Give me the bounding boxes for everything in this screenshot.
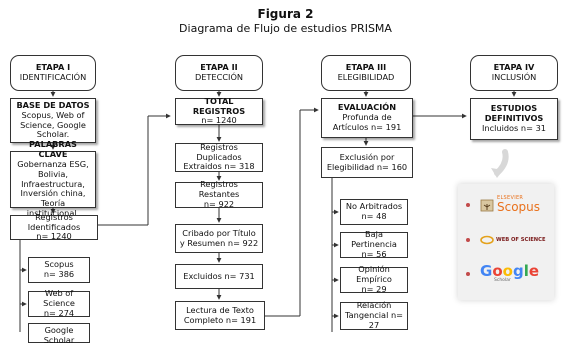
final-title2: DEFINITIVOS <box>484 113 544 124</box>
exclusion-line1: Exclusión por <box>339 151 395 162</box>
duplicates-line1: Registros Duplicados <box>196 141 242 162</box>
reason-n: n= 56 <box>361 248 387 259</box>
bullet-icon <box>466 202 470 207</box>
google-text: Google <box>480 262 540 280</box>
stage-1-box: ETAPA I IDENTIFICACIÓN <box>10 55 96 91</box>
source-scopus-box: Scopus n= 386 <box>28 257 90 283</box>
duplicates-line2: Extraidos n= 318 <box>183 161 255 172</box>
evaluation-title: EVALUACIÓN <box>337 102 397 113</box>
reason-name: Relación <box>356 300 392 311</box>
source-wos-n: n= 274 <box>43 307 75 318</box>
wos-text: WEB OF SCIENCE <box>496 237 546 243</box>
scopus-text: Scopus <box>497 200 541 214</box>
reason-n: Tangencial n= 27 <box>345 310 403 330</box>
duplicates-box: Registros Duplicados Extraidos n= 318 <box>175 141 263 172</box>
elsevier-text: ELSEVIER <box>497 195 524 201</box>
reason-box-baja-pertinencia: Baja Pertinencia n= 56 <box>340 229 408 259</box>
stage-1-sub: IDENTIFICACIÓN <box>19 72 87 82</box>
remaining-line2: n= 922 <box>203 198 235 209</box>
keywords-title: PALABRAS CLAVE <box>29 139 77 159</box>
final-title1: ESTUDIOS <box>490 103 538 114</box>
evaluation-line1: Profunda de <box>342 112 392 123</box>
stage-4-name: ETAPA IV <box>493 62 535 73</box>
screening-box: Cribado por Título y Resumen n= 922 <box>175 224 263 253</box>
bullet-icon <box>466 271 470 276</box>
figure-title: Diagrama de Flujo de estudios PRISMA <box>179 22 392 35</box>
database-logos-panel: ELSEVIER Scopus WEB OF SCIENCE Google Sc… <box>458 184 554 300</box>
source-scholar-box: Google Scholar <box>28 323 90 345</box>
fulltext-line2: Completo n= 191 <box>183 314 257 325</box>
source-scopus-n: n= 386 <box>43 269 75 279</box>
excluded-box: Excluidos n= 731 <box>175 264 263 289</box>
remaining-line1: Registros Restantes <box>198 179 240 200</box>
databases-box: BASE DE DATOS Scopus, Web of Science, Go… <box>10 98 96 143</box>
bullet-icon <box>466 238 470 242</box>
wos-logo: WEB OF SCIENCE <box>466 235 546 245</box>
identified-line1: Registros Identificados <box>27 211 81 232</box>
fulltext-line1: Lectura de Texto <box>186 304 254 315</box>
exclusion-box: Exclusión por Elegibilidad n= 160 <box>321 147 413 178</box>
stage-2-name: ETAPA II <box>200 62 238 73</box>
reason-n: n= 29 <box>361 283 387 294</box>
final-box: ESTUDIOS DEFINITIVOS Incluidos n= 31 <box>470 98 558 140</box>
evaluation-line2: Artículos n= 191 <box>332 121 402 132</box>
google-scholar-logo: Google Scholar <box>466 264 539 284</box>
stage-1-name: ETAPA I <box>35 62 71 73</box>
figure-label: Figura 2 <box>257 7 314 21</box>
stage-3-sub: ELEGIBILIDAD <box>337 72 395 82</box>
source-scopus-name: Scopus <box>44 259 74 270</box>
connector-lines <box>19 91 517 332</box>
source-wos-name: Web of Science <box>43 288 75 309</box>
databases-title: BASE DE DATOS <box>16 99 90 110</box>
keywords-text: Gobernanza ESG, Bolivia, Infraestructura… <box>17 158 89 219</box>
stage-4-sub: INCLUSIÓN <box>491 72 537 82</box>
screening-line1: Cribado por Título <box>182 227 256 238</box>
remaining-box: Registros Restantes n= 922 <box>175 179 263 209</box>
reason-box-no-arbitrados: No Arbitrados n= 48 <box>340 199 408 225</box>
stage-4-box: ETAPA IV INCLUSIÓN <box>470 55 558 91</box>
source-wos-box: Web of Science n= 274 <box>28 288 90 318</box>
final-n: Incluidos n= 31 <box>482 122 546 133</box>
source-scholar-name: Google Scholar <box>43 325 75 345</box>
databases-text: Scopus, Web of Science, Google Scholar. <box>20 109 86 140</box>
stage-3-name: ETAPA III <box>345 62 387 73</box>
stage-2-sub: DETECCIÓN <box>194 72 244 82</box>
wos-swoosh-icon <box>480 235 494 245</box>
reason-name: Opinión Empírico <box>356 264 392 285</box>
reason-name: Baja Pertinencia <box>351 229 397 250</box>
exclusion-line2: Elegibilidad n= 160 <box>326 161 408 172</box>
reason-box-opinion-empirico: Opinión Empírico n= 29 <box>340 264 408 294</box>
reason-box-relacion-tangencial: Relación Tangencial n= 27 <box>340 300 408 330</box>
scopus-logo: ELSEVIER Scopus <box>466 196 540 213</box>
scholar-text: Scholar <box>494 278 511 283</box>
total-box: TOTAL REGISTROS n= 1240 <box>175 95 263 126</box>
reason-n: n= 48 <box>361 211 387 221</box>
total-n: n= 1240 <box>201 115 237 126</box>
stage-3-box: ETAPA III ELEGIBILIDAD <box>321 55 411 91</box>
screening-line2: y Resumen n= 922 <box>179 237 259 248</box>
evaluation-box: EVALUACIÓN Profunda de Artículos n= 191 <box>321 98 413 138</box>
stage-2-box: ETAPA II DETECCIÓN <box>175 55 263 91</box>
excluded-line1: Excluidos n= 731 <box>183 270 255 281</box>
keywords-box: PALABRAS CLAVE Gobernanza ESG, Bolivia, … <box>10 139 96 218</box>
elsevier-tree-icon <box>480 199 494 211</box>
total-title: TOTAL REGISTROS <box>192 95 246 116</box>
identified-line2: n= 1240 <box>36 231 72 242</box>
fulltext-box: Lectura de Texto Completo n= 191 <box>175 301 265 330</box>
identified-box: Registros Identificados n= 1240 <box>10 211 98 242</box>
reason-name: No Arbitrados <box>345 201 403 212</box>
